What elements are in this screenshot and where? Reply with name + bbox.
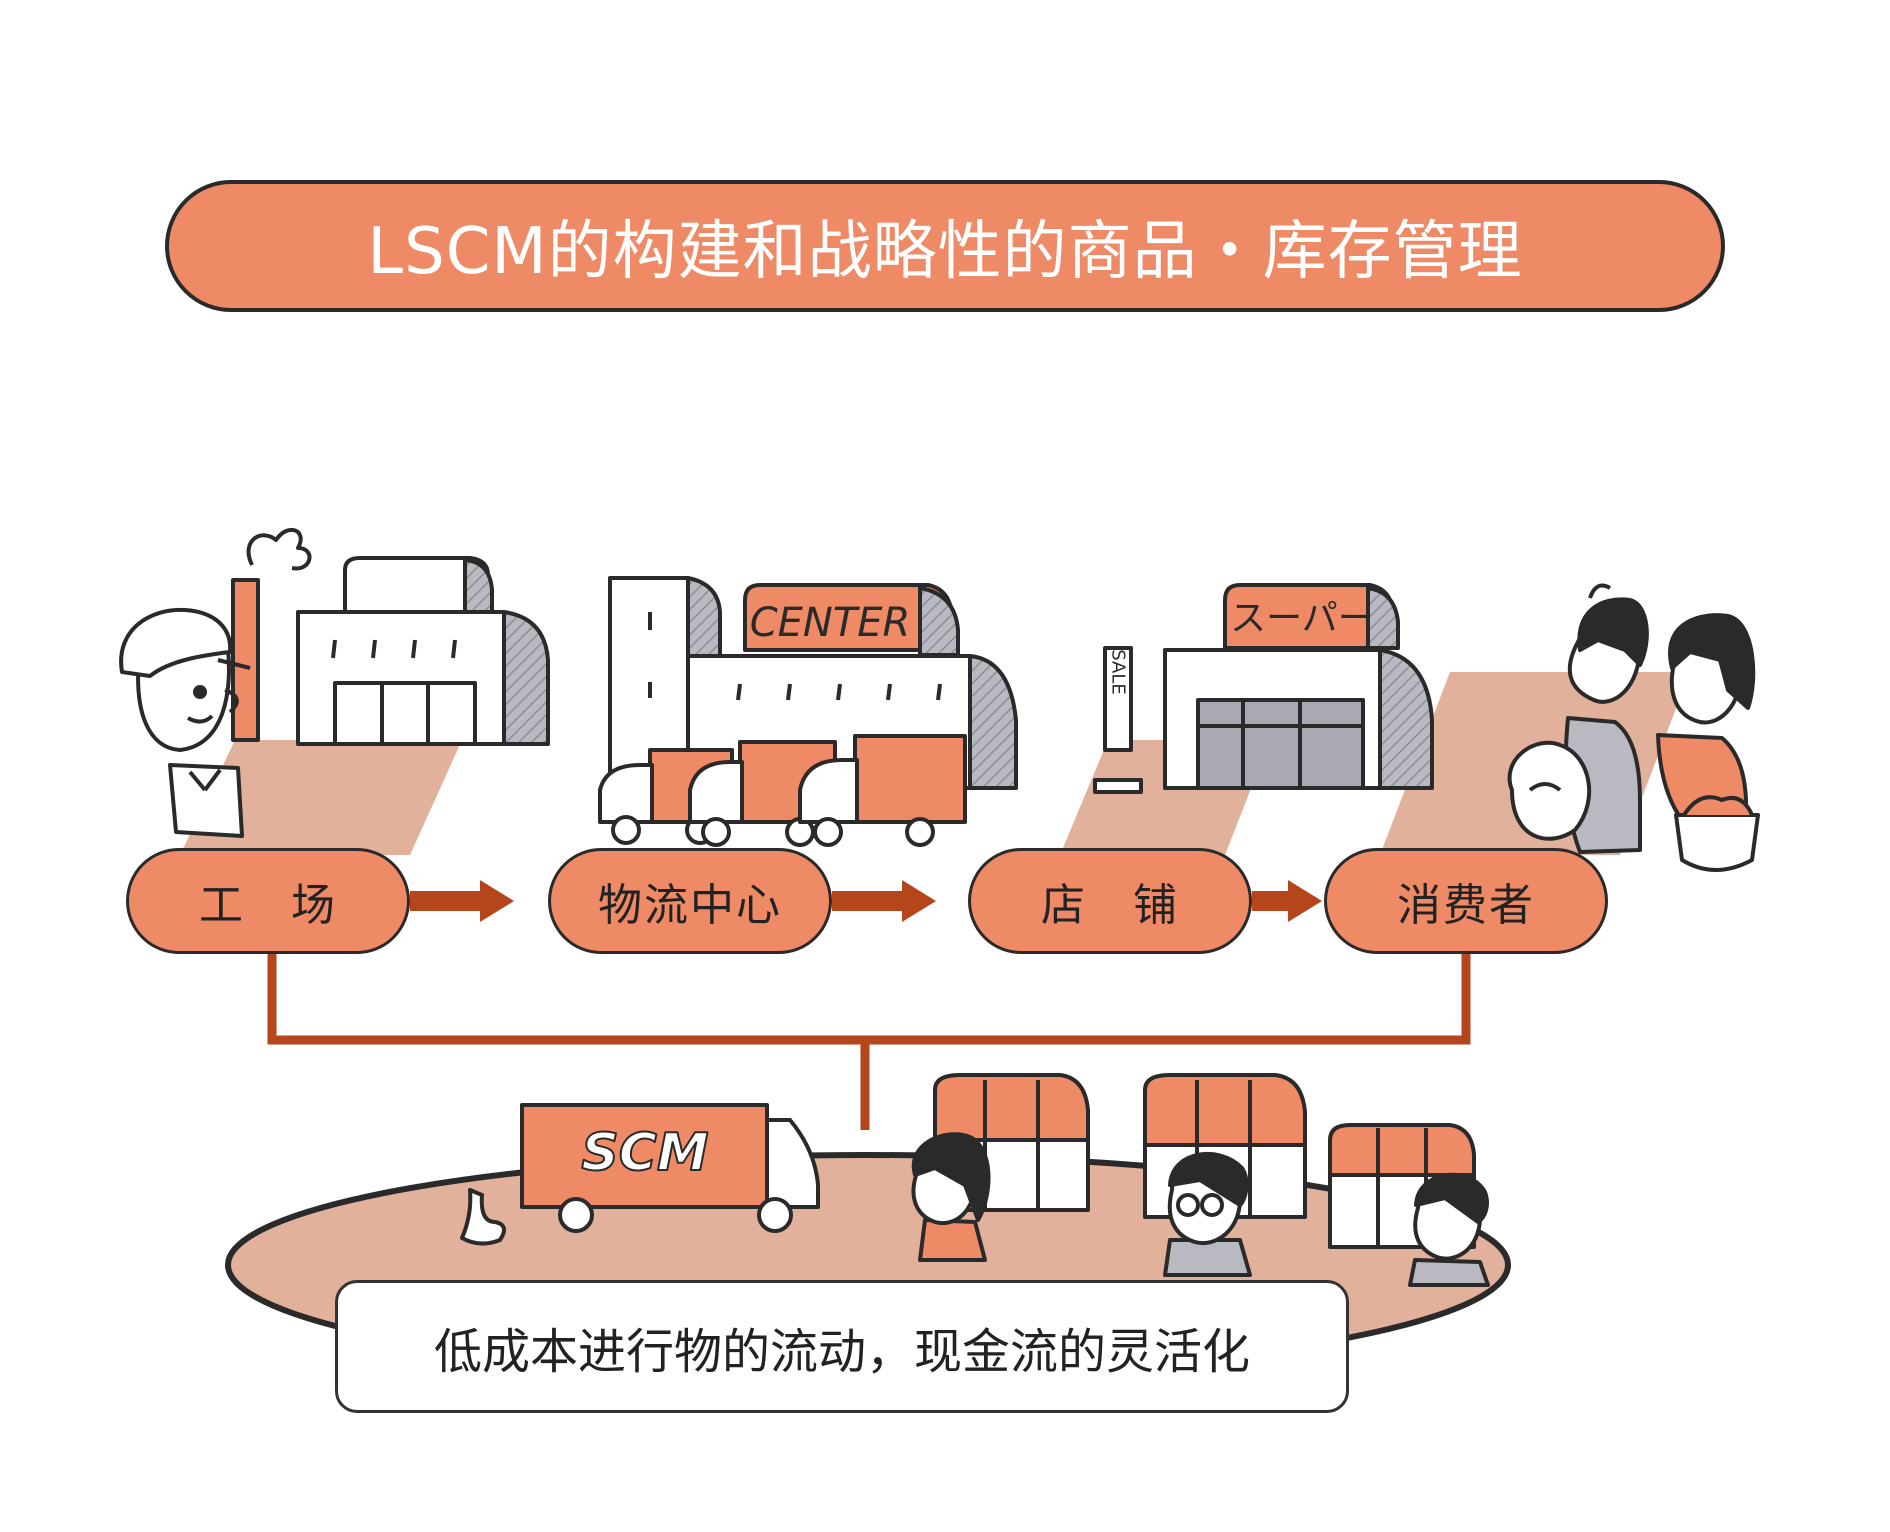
- flow-arrow-store-to-consumer: [1252, 880, 1322, 922]
- stage-factory: 工 场: [126, 848, 410, 954]
- flow-arrow-center-to-store: [832, 880, 936, 922]
- person-man: [1408, 1172, 1490, 1287]
- super-sign-text: スーパー: [1230, 598, 1374, 639]
- center-illustration: CENTER: [598, 576, 1018, 847]
- factory-ground: [180, 740, 462, 855]
- stage-distribution-center: 物流中心: [548, 848, 832, 954]
- delivery-truck: [798, 734, 967, 847]
- scm-connector: [267, 952, 1471, 1130]
- person-man-glasses: [1163, 1152, 1252, 1277]
- caption-box: 低成本进行物的流动，现金流的灵活化: [335, 1280, 1349, 1413]
- store-illustration: SALE スーパー: [1093, 583, 1434, 794]
- person-woman: [911, 1132, 991, 1262]
- consumers-illustration: [1507, 583, 1760, 872]
- sale-sign-text: SALE: [1108, 649, 1129, 694]
- stage-consumer: 消费者: [1324, 848, 1608, 954]
- scm-truck: SCM: [520, 1103, 820, 1233]
- stage-store: 店 铺: [968, 848, 1252, 954]
- flow-arrow-factory-to-center: [410, 880, 514, 922]
- center-sign-text: CENTER: [750, 600, 911, 646]
- flow-arrows: [410, 880, 1322, 922]
- truck-logo-text: SCM: [581, 1123, 708, 1183]
- hand-figure: [460, 1188, 506, 1246]
- factory-illustration: [119, 527, 550, 838]
- page-title: LSCM的构建和战略性的商品・库存管理: [165, 180, 1725, 312]
- scm-scene: SCM: [460, 1073, 1490, 1287]
